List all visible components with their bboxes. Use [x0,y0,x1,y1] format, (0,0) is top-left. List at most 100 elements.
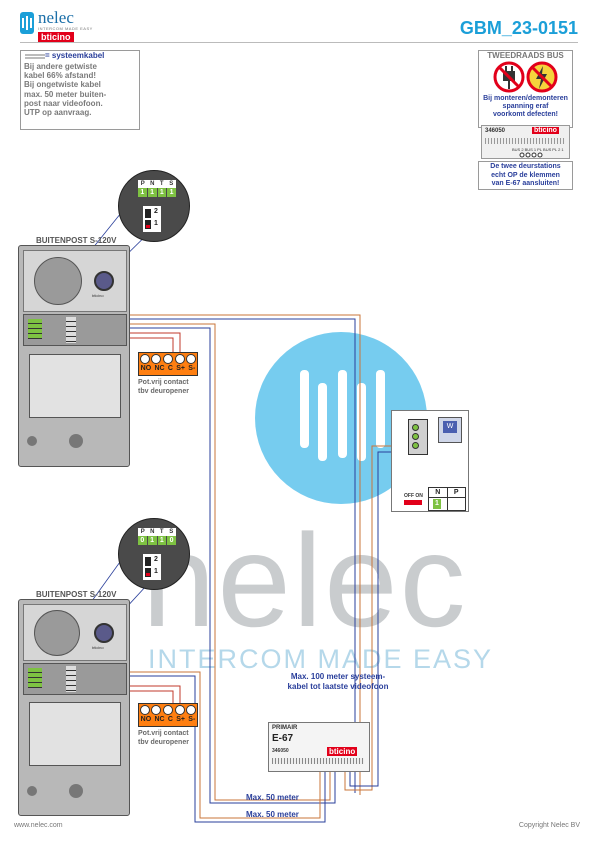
logo-tagline: INTERCOM MADE EASY [38,26,93,31]
monitor-cable [344,445,410,791]
green-terminal-block [28,668,42,688]
module-terminal-label: PL [552,147,558,152]
camera-panel: bticino [23,604,127,661]
monitor-switch-label: OFF ON [404,493,423,499]
module-terminal-label: BUS 1 [524,147,537,152]
power-supply-e67: PRIMAIR E-67 346050 bticino [268,722,370,772]
camera-icon [94,271,114,291]
outdoor-station-2: bticino [18,599,130,816]
watermark-nelec: nelec [142,507,468,654]
bus-cable [77,327,336,804]
screw-icon [69,784,83,798]
max-50-label-2: Max. 50 meter [246,810,299,819]
no-plug-icon [493,61,525,93]
relay-terminal-label: S+ [176,716,185,723]
screw-icon [27,786,37,796]
power-supply-brand: bticino [327,747,358,756]
doc-code: GBM_23-0151 [459,18,578,38]
power-supply-code: 346050 [272,748,289,754]
relay-caption-line: Pot.vrij contact [138,379,189,386]
dip-switch-label: 2 [154,556,158,563]
terminal-board [23,314,127,346]
dip-value: 1 [147,536,157,545]
speaker-icon [34,610,80,656]
dip-value: 1 [147,188,157,197]
bus-footer-box: De twee deurstations echt OP de klemmen … [478,161,573,190]
dip-header: N [150,529,155,535]
relay-contact-1: NO NC C S+ S- [138,352,198,376]
bus-warning-line: spanning eraf [502,103,549,110]
watermark-tagline: INTERCOM MADE EASY [148,644,494,674]
dip-switch-label: 1 [154,220,158,227]
screw-icon [69,434,83,448]
note-line: kabel 66% afstand! [24,71,97,81]
speaker-icon [34,257,82,305]
dip-switch-label: 1 [154,568,158,575]
bus-terminal-block [66,317,76,343]
note-line: max. 50 meter buiten- [24,89,107,99]
dip-header: T [159,181,164,187]
relay-terminal-label: S- [188,716,196,723]
logo-brand: bticino [38,32,74,42]
header-divider [20,42,578,43]
bus-cable [77,314,361,795]
display-window [29,702,121,766]
station-1-title: BUITENPOST S-120V [36,236,117,245]
terminal-board [23,663,127,695]
dip-value: 0 [138,536,147,545]
dip-header: T [159,529,164,535]
dip-header: P [140,181,145,187]
bus-cable [77,671,321,819]
bus-warning-line: Bij monteren/demonteren [483,95,568,102]
camera-icon [94,623,114,643]
green-terminal-block [28,319,42,339]
monitor-dip: N P 1 [428,487,466,511]
bus-footer-line: van E-67 aansluiten! [491,180,560,187]
relay-contact-2: NO NC C S+ S- [138,703,198,727]
relay-caption-line: tbv deuropener [138,388,189,395]
dip-switch-body: 2 1 [143,206,161,232]
power-supply-model: E-67 [272,733,294,744]
monitor-dip-header: P [453,489,459,496]
dip-value: 1 [138,188,147,197]
display-window [29,354,121,418]
nelec-logo-icon [20,12,34,34]
monitor-dip-value: 1 [433,499,441,509]
relay-caption-line: Pot.vrij contact [138,730,189,737]
logo-name: nelec [38,8,74,27]
bus-cable [77,318,356,793]
video-monitor: W OFF ON N P 1 [391,410,469,512]
bus-module-brand: bticino [532,127,559,134]
monitor-cable [349,451,410,787]
monitor-screen: W [438,417,462,443]
dip-value: 1 [167,188,176,197]
relay-caption-1: Pot.vrij contact tbv deuropener [138,378,189,396]
bus-footer-line: echt OP de klemmen [491,171,560,179]
station-brand: bticino [92,645,104,650]
bus-warning-box: TWEEDRAADS BUS Bij monteren/demonteren s… [478,50,573,128]
no-power-icon [526,61,558,93]
dip-value: 1 [157,536,167,545]
note-line: Bij andere getwiste [24,62,97,71]
dip-value: 0 [167,536,176,545]
camera-panel: bticino [23,250,127,312]
bus-cable [77,323,331,801]
cable-legend-label: = systeemkabel [45,51,105,60]
module-terminal-label: 2 [558,147,561,152]
relay-terminal-label: NO [140,716,152,723]
note-line: Bij ongetwiste kabel [24,80,101,90]
dip-header: N [150,181,155,187]
bus-module-illustration: 346050 bticino BUS 2 BUS 1 PL BUS PL 2 1 [481,125,570,159]
module-terminal-label: BUS [543,147,552,152]
bus-footer-line: De twee deurstations [490,163,561,170]
bus-warning-title: TWEEDRAADS BUS [487,51,564,60]
relay-caption-line: tbv deuropener [138,739,189,746]
screw-icon [27,436,37,446]
relay-terminal-label: S- [188,365,196,372]
footer-website[interactable]: www.nelec.com [14,822,63,829]
relay-caption-2: Pot.vrij contact tbv deuropener [138,729,189,747]
max-100-line: Max. 100 meter systeem- [290,672,386,681]
note-line: UTP op aanvraag. [24,108,92,118]
